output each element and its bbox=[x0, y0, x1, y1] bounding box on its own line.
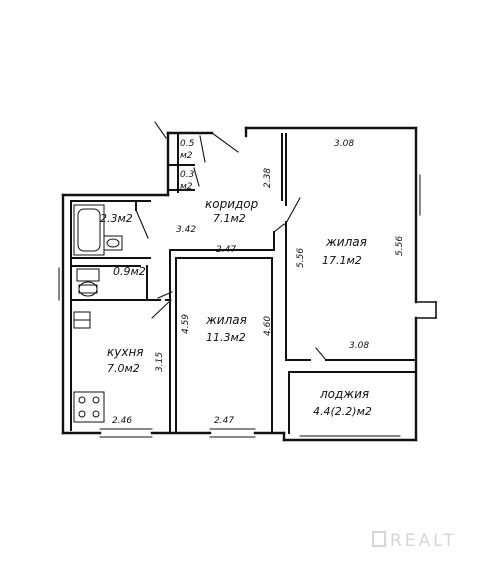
watermark-logo-icon bbox=[372, 531, 386, 547]
room-labels: коридор 7.1м2 жилая 17.1м2 жилая 11.3м2 … bbox=[100, 139, 372, 418]
living-small-name: жилая bbox=[205, 313, 247, 327]
living-small-area: 11.3м2 bbox=[206, 331, 246, 344]
closet-b-unit: м2 bbox=[180, 182, 193, 192]
dim-corridor-vertical: 2.38 bbox=[263, 168, 273, 188]
loggia-name: лоджия bbox=[319, 387, 369, 401]
dim-top-big: 3.08 bbox=[334, 139, 354, 149]
dim-left-big: 5.56 bbox=[296, 248, 306, 268]
living-big-area: 17.1м2 bbox=[322, 254, 362, 267]
corridor-area: 7.1м2 bbox=[213, 212, 246, 225]
corridor-name: коридор bbox=[205, 197, 259, 211]
windows bbox=[58, 174, 421, 438]
dim-right-big: 5.56 bbox=[395, 236, 405, 256]
closet-a-value: 0.5 bbox=[180, 139, 195, 149]
watermark: REALT bbox=[372, 531, 457, 551]
bathtub bbox=[73, 204, 105, 256]
outer-walls bbox=[61, 126, 418, 442]
dim-kitchen-height: 3.15 bbox=[155, 352, 165, 372]
loggia-area: 4.4(2.2)м2 bbox=[313, 405, 372, 418]
sink bbox=[103, 235, 123, 251]
kitchen-name: кухня bbox=[107, 345, 144, 359]
toilet-area: 0.9м2 bbox=[113, 265, 146, 278]
dim-small-right: 4.60 bbox=[263, 316, 273, 336]
dim-kitchen-width: 2.46 bbox=[112, 416, 132, 426]
washbasin-kitchen bbox=[73, 311, 91, 329]
dim-small-top: 2.47 bbox=[216, 245, 236, 255]
stove bbox=[73, 391, 105, 423]
living-big-name: жилая bbox=[325, 235, 367, 249]
dim-bottom-big: 3.08 bbox=[349, 341, 369, 351]
dim-small-bottom: 2.47 bbox=[214, 416, 234, 426]
dim-corridor-width: 3.42 bbox=[176, 225, 196, 235]
closet-a-unit: м2 bbox=[180, 151, 193, 161]
kitchen-area: 7.0м2 bbox=[107, 362, 140, 375]
dimension-labels: 3.08 3.08 5.56 5.56 2.38 3.42 2.47 2.47 … bbox=[112, 139, 405, 426]
bathroom-area: 2.3м2 bbox=[100, 212, 133, 225]
watermark-text: REALT bbox=[390, 531, 457, 551]
toilet bbox=[76, 268, 100, 297]
right-notch bbox=[415, 301, 437, 319]
doors bbox=[135, 121, 327, 361]
dim-small-left: 4.59 bbox=[181, 314, 191, 334]
closet-b-value: 0.3 bbox=[180, 170, 195, 180]
inner-walls bbox=[70, 132, 417, 434]
